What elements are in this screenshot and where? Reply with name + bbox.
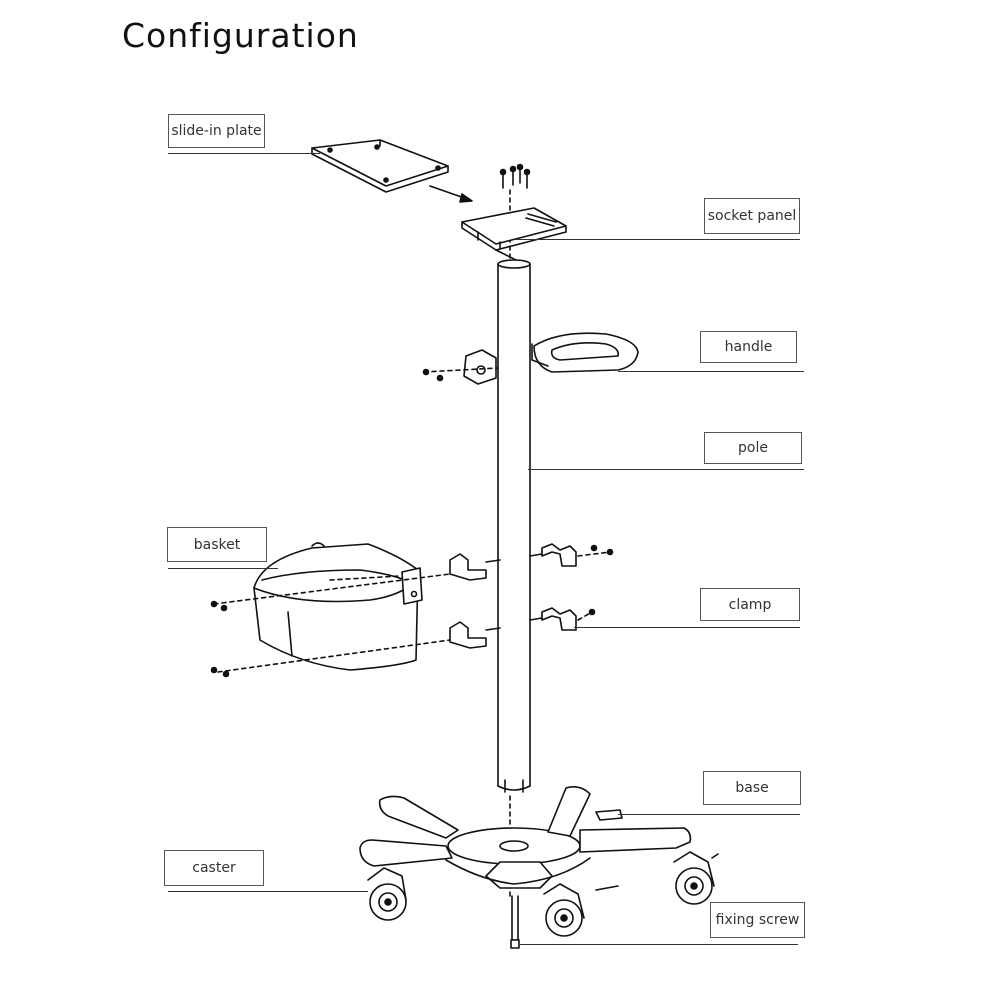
leader-basket — [168, 568, 278, 569]
clamp-parts — [449, 543, 614, 649]
slide-in-plate-part — [311, 139, 473, 203]
caster-parts — [367, 851, 719, 937]
label-fixing-screw: fixing screw — [710, 902, 805, 938]
page-title: Configuration — [122, 16, 359, 55]
leader-clamp — [574, 627, 800, 628]
label-clamp: clamp — [700, 588, 800, 621]
leader-handle — [618, 371, 804, 372]
label-socket-panel: socket panel — [704, 198, 800, 234]
top-screws — [499, 163, 531, 259]
basket-part — [210, 542, 451, 678]
leader-pole — [528, 469, 804, 470]
leader-slide-in-plate — [168, 153, 320, 154]
leader-socket-panel — [515, 239, 800, 240]
label-slide-in-plate: slide-in plate — [168, 114, 265, 148]
pole-part — [497, 259, 531, 901]
label-handle: handle — [700, 331, 797, 363]
base-part — [359, 786, 692, 889]
leader-base — [618, 814, 800, 815]
label-pole: pole — [704, 432, 802, 464]
leader-caster — [168, 891, 368, 892]
label-base: base — [703, 771, 801, 805]
leader-fixing-screw — [520, 944, 798, 945]
socket-panel-part — [461, 207, 567, 263]
label-basket: basket — [167, 527, 267, 562]
fixing-screw-part — [510, 895, 520, 949]
label-caster: caster — [164, 850, 264, 886]
handle-part — [422, 332, 639, 385]
